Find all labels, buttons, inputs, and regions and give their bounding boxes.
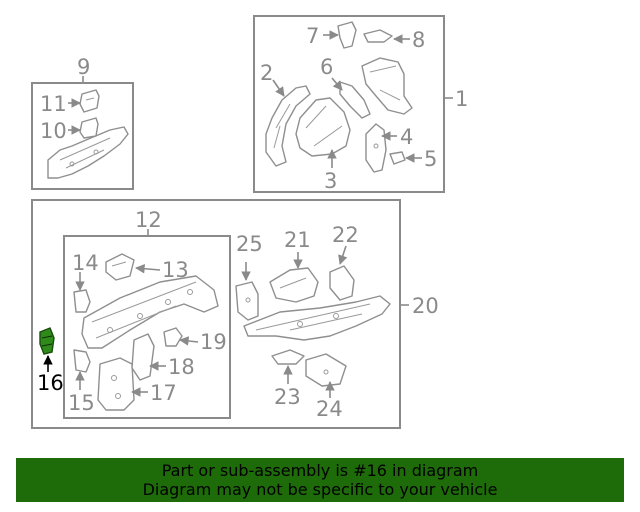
part-2-wheelhouse-outer[interactable] (265, 85, 311, 167)
part-17-plate[interactable] (97, 357, 135, 411)
callout-25: 25 (236, 232, 263, 256)
part-9-bracket[interactable] (47, 126, 129, 179)
part-20-frame-rail[interactable] (243, 295, 391, 341)
part-7-bracket[interactable] (337, 21, 357, 49)
callout-20: 20 (412, 294, 439, 318)
part-3-wheelhouse-inner[interactable] (295, 97, 351, 157)
callout-21: 21 (284, 228, 311, 252)
info-banner: Part or sub-assembly is #16 in diagram D… (16, 458, 624, 502)
callout-10: 10 (40, 119, 67, 143)
part-8-bracket[interactable] (363, 29, 393, 43)
part-18-bracket[interactable] (131, 333, 155, 381)
callout-9: 9 (77, 55, 90, 79)
callout-6: 6 (320, 55, 333, 79)
callout-16-selected: 16 (37, 371, 64, 395)
part-16-highlighted[interactable] (39, 327, 55, 355)
banner-line-2: Diagram may not be specific to your vehi… (142, 480, 498, 499)
group-box-20 (31, 199, 401, 429)
part-12-frame-rail[interactable] (81, 275, 219, 349)
callout-11: 11 (40, 92, 67, 116)
banner-line-1: Part or sub-assembly is #16 in diagram (161, 461, 479, 480)
callout-4: 4 (400, 125, 413, 149)
callout-14: 14 (72, 251, 99, 275)
part-10-clip[interactable] (79, 117, 99, 139)
parts-diagram: 1 2 3 4 5 6 7 8 9 10 11 12 13 14 15 16 1… (31, 15, 468, 429)
part-6-brace[interactable] (339, 81, 371, 119)
part-14-bracket[interactable] (73, 289, 91, 313)
part-22-bracket[interactable] (329, 265, 355, 301)
callout-3: 3 (324, 169, 337, 193)
part-11-clip[interactable] (79, 89, 100, 113)
callout-19: 19 (200, 330, 227, 354)
callout-1: 1 (455, 87, 468, 111)
part-4-bracket[interactable] (365, 123, 387, 173)
part-19-clip[interactable] (163, 327, 183, 347)
callout-22: 22 (332, 223, 359, 247)
callout-24: 24 (316, 397, 343, 421)
part-25-bracket[interactable] (235, 281, 259, 321)
part-5-nut[interactable] (389, 151, 406, 165)
part-15-bracket[interactable] (73, 349, 91, 373)
callout-18: 18 (168, 355, 195, 379)
part-23-bracket[interactable] (271, 349, 305, 365)
callout-2: 2 (260, 61, 273, 85)
callout-17: 17 (150, 381, 177, 405)
callout-15: 15 (68, 391, 95, 415)
group-box-12 (63, 235, 231, 419)
callout-13: 13 (162, 258, 189, 282)
part-13-bracket[interactable] (105, 253, 135, 281)
callout-23: 23 (274, 385, 301, 409)
callout-12: 12 (135, 208, 162, 232)
part-21-bracket[interactable] (269, 267, 319, 303)
callout-5: 5 (424, 147, 437, 171)
callout-8: 8 (412, 28, 425, 52)
group-box-1 (253, 15, 445, 193)
part-24-bracket[interactable] (305, 353, 347, 387)
part-1-apron[interactable] (361, 57, 413, 115)
callout-7: 7 (306, 24, 319, 48)
